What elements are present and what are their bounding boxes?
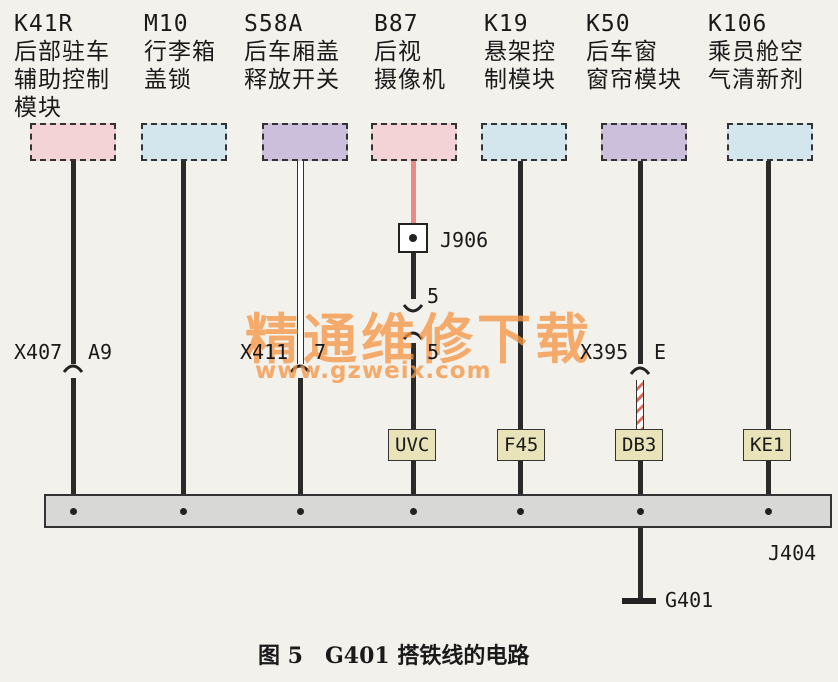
wire-tag-ke1: KE1 <box>743 429 792 461</box>
module-name-line: 窗帘模块 <box>586 67 682 93</box>
module-box-b87 <box>371 123 457 161</box>
module-name-line: 模块 <box>14 95 62 121</box>
module-name-line: 悬架控 <box>484 39 556 65</box>
module-code: M10 <box>144 11 189 37</box>
wire-b87-pink <box>411 161 416 223</box>
wire-s58a-lower <box>298 378 303 512</box>
wire-ground-g401 <box>638 528 643 600</box>
module-label-s58a: S58A 后车厢盖 释放开关 <box>244 10 364 94</box>
bus-junction <box>517 508 524 515</box>
module-name-line: 释放开关 <box>244 67 340 93</box>
wire-k106 <box>766 161 771 512</box>
module-name-line: 后车厢盖 <box>244 39 340 65</box>
module-label-k106: K106 乘员舱空 气清新剂 <box>708 10 828 94</box>
connector-arc-x395 <box>629 366 651 375</box>
bus-junction <box>410 508 417 515</box>
module-code: K106 <box>708 11 768 37</box>
module-label-b87: B87 后视 摄像机 <box>374 10 494 94</box>
connector-dot-icon <box>409 234 417 242</box>
module-name-line: 气清新剂 <box>708 67 804 93</box>
connector-arc-x407 <box>62 364 84 373</box>
module-box-k106 <box>727 123 813 161</box>
wire-tag-db3: DB3 <box>615 429 664 461</box>
connector-j906 <box>398 223 428 253</box>
connector-arc-j906-bottom <box>402 331 424 340</box>
bus-junction <box>637 508 644 515</box>
label-x411-pin: 7 <box>314 340 327 364</box>
module-box-m10 <box>141 123 227 161</box>
bus-junction <box>70 508 77 515</box>
wire-k19 <box>518 161 523 512</box>
module-code: S58A <box>244 11 304 37</box>
figure-caption: 图 5 G401 搭铁线的电路 <box>258 643 530 669</box>
module-box-k41r <box>30 123 116 161</box>
module-name-line: 盖锁 <box>144 67 192 93</box>
label-x407-pin: A9 <box>88 340 113 364</box>
module-name-line: 辅助控制 <box>14 67 110 93</box>
module-name-line: 乘员舱空 <box>708 39 804 65</box>
label-j906: J906 <box>440 228 489 252</box>
module-label-k50: K50 后车窗 窗帘模块 <box>586 10 706 94</box>
wire-b87-lower <box>411 343 416 512</box>
label-x407: X407 <box>14 340 63 364</box>
module-code: K41R <box>14 11 74 37</box>
bus-junction <box>180 508 187 515</box>
module-name-line: 制模块 <box>484 67 556 93</box>
watermark-url: www.gzweix.com <box>255 358 492 384</box>
connector-arc-x411 <box>289 364 311 373</box>
module-box-k50 <box>601 123 687 161</box>
connector-arc-j906-top <box>402 304 424 313</box>
wire-tag-f45: F45 <box>497 429 546 461</box>
module-code: B87 <box>374 11 419 37</box>
wire-k50-bottom <box>638 458 643 512</box>
wire-k41r-lower <box>71 378 76 512</box>
module-label-k41r: K41R 后部驻车 辅助控制 模块 <box>14 10 134 122</box>
label-j404: J404 <box>768 541 817 565</box>
ground-symbol-icon <box>622 598 656 604</box>
module-name-line: 后视 <box>374 39 422 65</box>
module-name-line: 后车窗 <box>586 39 658 65</box>
wire-b87-mid <box>411 253 416 299</box>
module-label-k19: K19 悬架控 制模块 <box>484 10 604 94</box>
label-j906-pin-bottom: 5 <box>427 340 440 364</box>
wire-s58a-upper <box>297 161 304 364</box>
label-j906-pin-top: 5 <box>427 284 440 308</box>
wire-m10 <box>181 161 186 512</box>
bus-bar-j404 <box>44 494 832 528</box>
wire-tag-uvc: UVC <box>388 429 437 461</box>
label-x411: X411 <box>240 340 289 364</box>
wire-k41r-upper <box>71 161 76 364</box>
label-x395-pin: E <box>654 340 667 364</box>
bus-junction <box>765 508 772 515</box>
module-label-m10: M10 行李箱 盖锁 <box>144 10 264 94</box>
module-name-line: 后部驻车 <box>14 39 110 65</box>
module-name-line: 行李箱 <box>144 39 216 65</box>
bus-junction <box>297 508 304 515</box>
label-g401: G401 <box>665 588 714 612</box>
wire-k50-upper <box>638 161 643 364</box>
module-box-k19 <box>481 123 567 161</box>
wire-k50-lower <box>636 380 644 430</box>
watermark-title: 精通维修下载 <box>245 307 593 371</box>
module-name-line: 摄像机 <box>374 67 446 93</box>
module-code: K19 <box>484 11 529 37</box>
module-code: K50 <box>586 11 631 37</box>
module-box-s58a <box>262 123 348 161</box>
label-x395: X395 <box>580 340 629 364</box>
